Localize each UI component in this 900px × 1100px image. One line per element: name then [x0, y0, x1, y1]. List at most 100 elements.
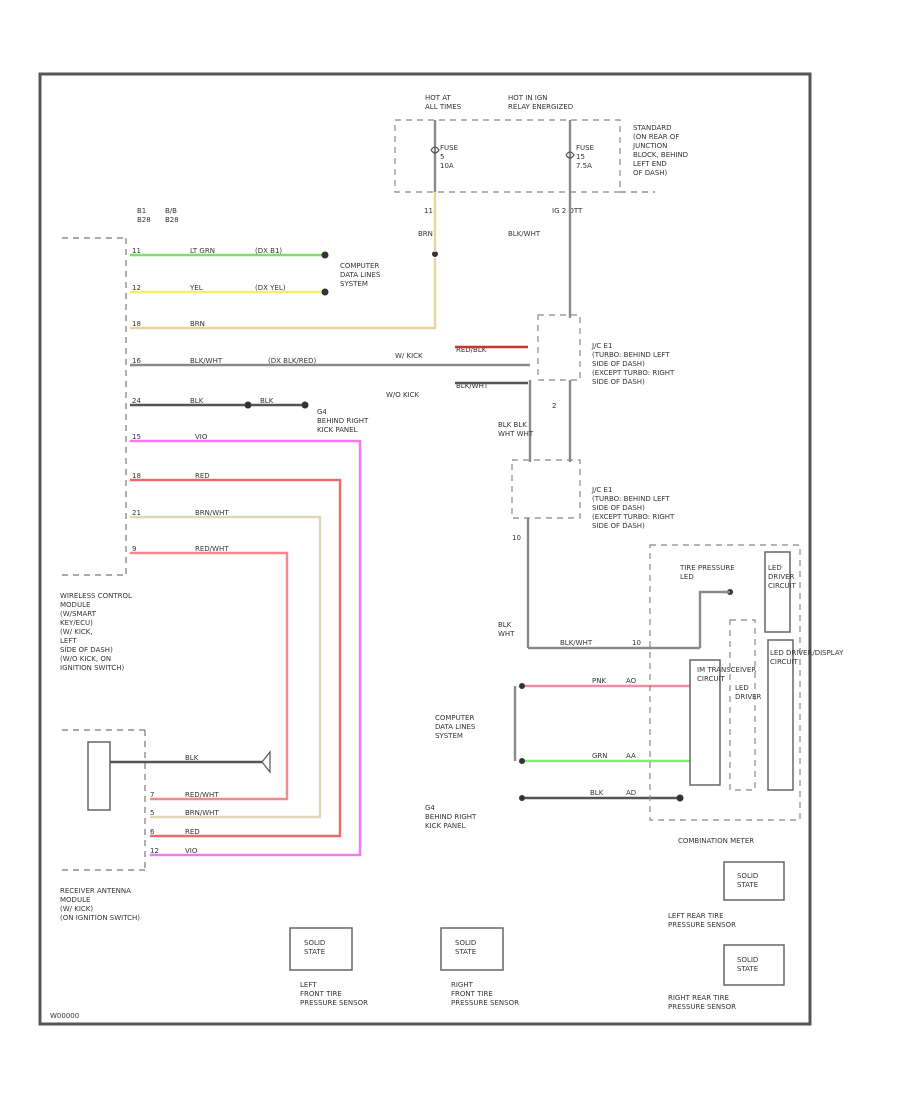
led-driver-circuit-block [764, 551, 791, 633]
jc1-blk-wht-label: BLK/WHT [456, 382, 489, 390]
jc-pin-2: 2 [552, 402, 556, 410]
fuse-brn-label: BRN [418, 230, 433, 238]
wire-yel-label: YEL [189, 284, 203, 292]
wire-vio [130, 439, 362, 857]
meter-grn-pin: AA [626, 752, 636, 760]
jc2-outline [511, 459, 581, 519]
wire-red-wht [130, 551, 289, 801]
wire-red-wht-pin: 9 [132, 545, 136, 553]
sensor-lf-box [289, 927, 353, 971]
meter-blk-pin: AD [626, 789, 636, 797]
fuse-right-symbol [565, 151, 575, 159]
wire-blk-wht-pin: 16 [132, 357, 141, 365]
data-bus-bottom-node [519, 758, 525, 764]
wire-brn-wht-label: BRN/WHT [195, 509, 229, 517]
rx-wire-vio-label: VIO [185, 847, 198, 855]
wire-brn-wht [130, 515, 322, 819]
diagram-frame [38, 72, 812, 1026]
wire-vio-label: VIO [195, 433, 208, 441]
combination-meter-outline [649, 544, 801, 821]
meter-blk-ground [676, 794, 684, 802]
fuse-ig-pin-label: IG 2 OTT [552, 207, 583, 215]
wire-brn-label: BRN [190, 320, 205, 328]
wire-lt-grn-pin: 11 [132, 247, 141, 255]
rx-wire-red-pin: 6 [150, 828, 155, 836]
fuse-blk-wht-label: BLK/WHT [508, 230, 541, 238]
wire-blk-right: BLK [260, 397, 274, 405]
jc1-red-blk-label: RED/BLK [456, 346, 487, 354]
wire-blk-label: BLK [190, 397, 204, 405]
rx-wire-vio-pin: 12 [150, 847, 159, 855]
sensor-rr-box [723, 944, 785, 986]
rx-wire-blk-label: BLK [185, 754, 199, 762]
meter-blk-label: BLK [590, 789, 604, 797]
rx-wire-brn-wht-label: BRN/WHT [185, 809, 219, 817]
wire-red-pin: 18 [132, 472, 141, 480]
meter-pnk-pin: AO [626, 677, 637, 685]
jc1-outline [537, 314, 581, 381]
wire-red-wht-label: RED/WHT [195, 545, 229, 553]
wire-blk-wht-label: BLK/WHT [190, 357, 223, 365]
rx-wire-red-label: RED [185, 828, 200, 836]
wire-blk-ground [301, 401, 309, 409]
wire-blk-pin: 24 [132, 397, 141, 405]
wire-red-label: RED [195, 472, 210, 480]
wire-brn-pin: 18 [132, 320, 141, 328]
im-transceiver-block [689, 659, 721, 786]
wire-lt-grn-label: LT GRN [190, 247, 215, 255]
meter-grn-label: GRN [592, 752, 608, 760]
sensor-lr-box [723, 861, 785, 901]
wire-brn [130, 258, 437, 330]
wire-lt-grn-end [321, 251, 329, 259]
wire-blk-wht-right: (DX BLK/RED) [268, 357, 316, 365]
sensor-rf-box [440, 927, 504, 971]
footer-code: W00000 [50, 1012, 79, 1020]
wire-yel-pin: 12 [132, 284, 141, 292]
fuse-left-symbol [430, 146, 440, 154]
wire-blk-node [244, 401, 252, 409]
led-wire [698, 590, 730, 648]
rx-wire-red-wht-label: RED/WHT [185, 791, 219, 799]
data-bus-top-node [519, 683, 525, 689]
combination-meter-label: COMBINATION METER [678, 837, 754, 845]
wire-brn-node [432, 251, 438, 257]
model-wo-kick-label: W/O KICK [386, 391, 420, 399]
meter-blk-wht-label: BLK/WHT [560, 639, 593, 647]
display-circuit-block [767, 639, 794, 791]
wire-red [130, 478, 342, 838]
wire-yel-end [321, 288, 329, 296]
wire-vio-pin: 15 [132, 433, 141, 441]
wire-yel-right: (DX YEL) [255, 284, 286, 292]
meter-pnk-label: PNK [592, 677, 606, 685]
rx-wire-red-wht-pin: 7 [150, 791, 154, 799]
junction-block-outline [394, 119, 621, 193]
